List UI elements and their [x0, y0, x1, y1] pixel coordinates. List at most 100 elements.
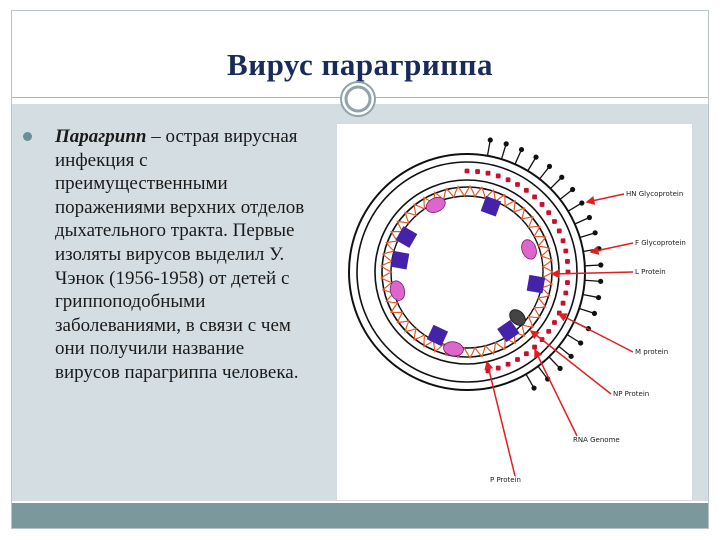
spike-head	[531, 385, 537, 391]
label-arrow	[529, 330, 612, 395]
l-protein-square	[526, 274, 546, 294]
virus-structure-figure: HN Glycoprotein F Glycoprotein L Protein…	[348, 137, 686, 484]
spike	[579, 307, 595, 315]
matrix-dot	[563, 290, 569, 296]
p-protein-oval	[443, 341, 464, 357]
spike-head	[586, 214, 593, 221]
spike-head	[559, 174, 565, 180]
spike	[486, 139, 491, 156]
spike	[559, 188, 573, 200]
label-l-protein: L Protein	[635, 268, 666, 276]
spike	[579, 232, 596, 239]
spike-head	[557, 365, 563, 371]
slide-title: Вирус парагриппа	[227, 47, 493, 82]
matrix-dot	[560, 300, 566, 306]
matrix-dot	[546, 328, 552, 334]
matrix-dot	[515, 357, 520, 362]
footer-bar	[12, 503, 708, 528]
spike-head	[533, 154, 539, 160]
spike	[582, 293, 599, 299]
spike	[527, 156, 537, 172]
spike	[525, 373, 535, 389]
l-protein-square	[395, 226, 418, 248]
spike	[566, 333, 581, 344]
label-arrow	[557, 313, 634, 353]
spike-head	[546, 163, 553, 170]
matrix-dot	[505, 361, 511, 367]
spike-head	[598, 278, 604, 284]
glycoprotein-spikes	[486, 137, 604, 391]
matrix-dot	[552, 219, 557, 224]
label-m-protein: M protein	[635, 348, 668, 356]
spike	[584, 264, 601, 267]
matrix-dot	[515, 182, 520, 187]
matrix-dot	[563, 248, 569, 254]
label-arrow	[534, 348, 578, 437]
spike-head	[591, 310, 598, 317]
spike-head	[568, 353, 574, 359]
p-protein-oval	[389, 280, 406, 301]
spike	[539, 166, 551, 180]
label-arrow	[484, 360, 516, 477]
bullet-icon	[23, 132, 32, 141]
matrix-dot	[532, 194, 537, 200]
term: Парагрипп	[55, 126, 147, 147]
spike	[548, 356, 561, 369]
matrix-dot	[560, 238, 566, 244]
rna-oval	[509, 309, 526, 326]
matrix-dot	[556, 228, 562, 234]
matrix-dot	[523, 187, 529, 193]
paragraph: Парагрипп – острая вирусная инфекция с п…	[26, 125, 311, 385]
matrix-dot	[495, 365, 501, 371]
label-arrow	[585, 193, 625, 205]
label-p-protein: P Protein	[490, 476, 521, 484]
viral-envelope	[348, 153, 586, 391]
l-protein-square	[497, 319, 520, 343]
spike-head	[598, 262, 604, 268]
spike	[537, 365, 549, 380]
spike-head	[503, 141, 509, 147]
p-protein-oval	[425, 196, 446, 213]
spike-head	[518, 146, 525, 153]
spike-head	[569, 186, 576, 193]
l-protein-square	[480, 195, 502, 217]
spike	[558, 345, 572, 357]
matrix-dot	[565, 259, 570, 264]
body-text: Парагрипп – острая вирусная инфекция с п…	[23, 125, 311, 385]
spike	[500, 143, 507, 160]
l-protein-square	[390, 250, 410, 270]
spike-head	[595, 294, 602, 301]
spike	[574, 216, 590, 225]
matrix-dot	[565, 280, 570, 285]
spike	[549, 176, 563, 190]
matrix-dots	[464, 168, 571, 374]
spike	[584, 279, 601, 282]
matrix-dot	[505, 177, 511, 183]
label-arrow	[589, 242, 634, 255]
matrix-dot	[475, 169, 480, 174]
spike-head	[579, 200, 585, 206]
label-np-protein: NP Protein	[613, 390, 649, 398]
label-arrow	[550, 269, 634, 279]
matrix-dot	[552, 320, 557, 325]
spike-head	[578, 340, 584, 346]
label-arrows	[484, 193, 634, 477]
spike	[514, 149, 523, 165]
matrix-dot	[495, 173, 501, 179]
l-protein-square	[426, 324, 449, 347]
circle-ornament-icon	[340, 81, 376, 117]
spike	[567, 202, 583, 212]
spike-head	[592, 230, 598, 236]
paragraph-text: – острая вирусная инфекция с преимуществ…	[55, 126, 305, 383]
spike-head	[487, 137, 493, 143]
matrix-dot	[485, 170, 491, 176]
matrix-dot	[532, 344, 537, 350]
matrix-dot	[546, 210, 552, 216]
virus-diagram: HN Glycoprotein F Glycoprotein L Protein…	[337, 124, 692, 500]
diagram-labels: HN Glycoprotein F Glycoprotein L Protein…	[490, 190, 686, 484]
internal-proteins	[389, 195, 546, 357]
label-f-glycoprotein: F Glycoprotein	[635, 239, 686, 247]
label-hn-glycoprotein: HN Glycoprotein	[626, 190, 683, 198]
matrix-dot	[464, 168, 470, 174]
matrix-dot	[523, 351, 529, 357]
